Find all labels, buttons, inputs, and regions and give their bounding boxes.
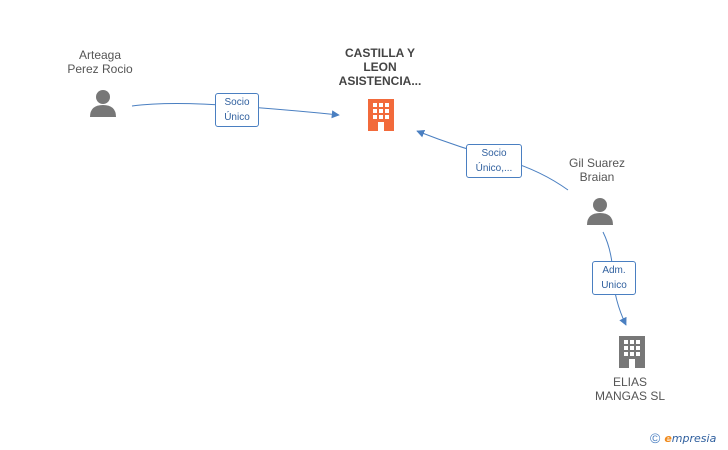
arteaga-name-line2: Perez Rocio (67, 62, 133, 76)
edge-label-line1: Socio (224, 97, 250, 108)
node-label-elias: ELIAS MANGAS SL (580, 375, 680, 403)
edge-label-line2: Único,... (475, 163, 513, 174)
elias-name-line2: MANGAS SL (594, 389, 666, 403)
edge-label-line2: Unico (601, 280, 627, 291)
castilla-name-line2: LEON (363, 60, 397, 74)
brand-initial: e (664, 431, 672, 445)
elias-name-line1: ELIAS (612, 375, 648, 389)
edge-label-gil-castilla[interactable]: Socio Único,... (466, 144, 522, 178)
footer-brand: © empresia (650, 430, 716, 446)
edge-label-gil-elias[interactable]: Adm. Unico (592, 261, 636, 295)
edge-label-arteaga-castilla[interactable]: Socio Único (215, 93, 259, 127)
person-icon[interactable] (585, 196, 615, 226)
copyright-icon: © (650, 430, 661, 446)
edge-label-line1: Socio (481, 148, 507, 159)
brand-logo[interactable]: empresia (664, 432, 716, 445)
gil-name-line1: Gil Suarez (568, 156, 626, 170)
person-icon[interactable] (88, 88, 118, 118)
building-icon[interactable] (617, 334, 647, 368)
edge-label-line2: Único (224, 112, 250, 123)
arteaga-name-line1: Arteaga (78, 48, 122, 62)
node-label-arteaga: Arteaga Perez Rocio (50, 48, 150, 76)
castilla-name-line3: ASISTENCIA... (338, 74, 422, 88)
castilla-name-line1: CASTILLA Y (344, 46, 415, 60)
node-label-gil: Gil Suarez Braian (547, 156, 647, 184)
brand-rest: mpresia (671, 431, 717, 445)
node-label-castilla: CASTILLA Y LEON ASISTENCIA... (320, 46, 440, 88)
edge-label-line1: Adm. (602, 265, 626, 276)
building-icon-main[interactable] (366, 97, 396, 131)
gil-name-line2: Braian (579, 170, 615, 184)
